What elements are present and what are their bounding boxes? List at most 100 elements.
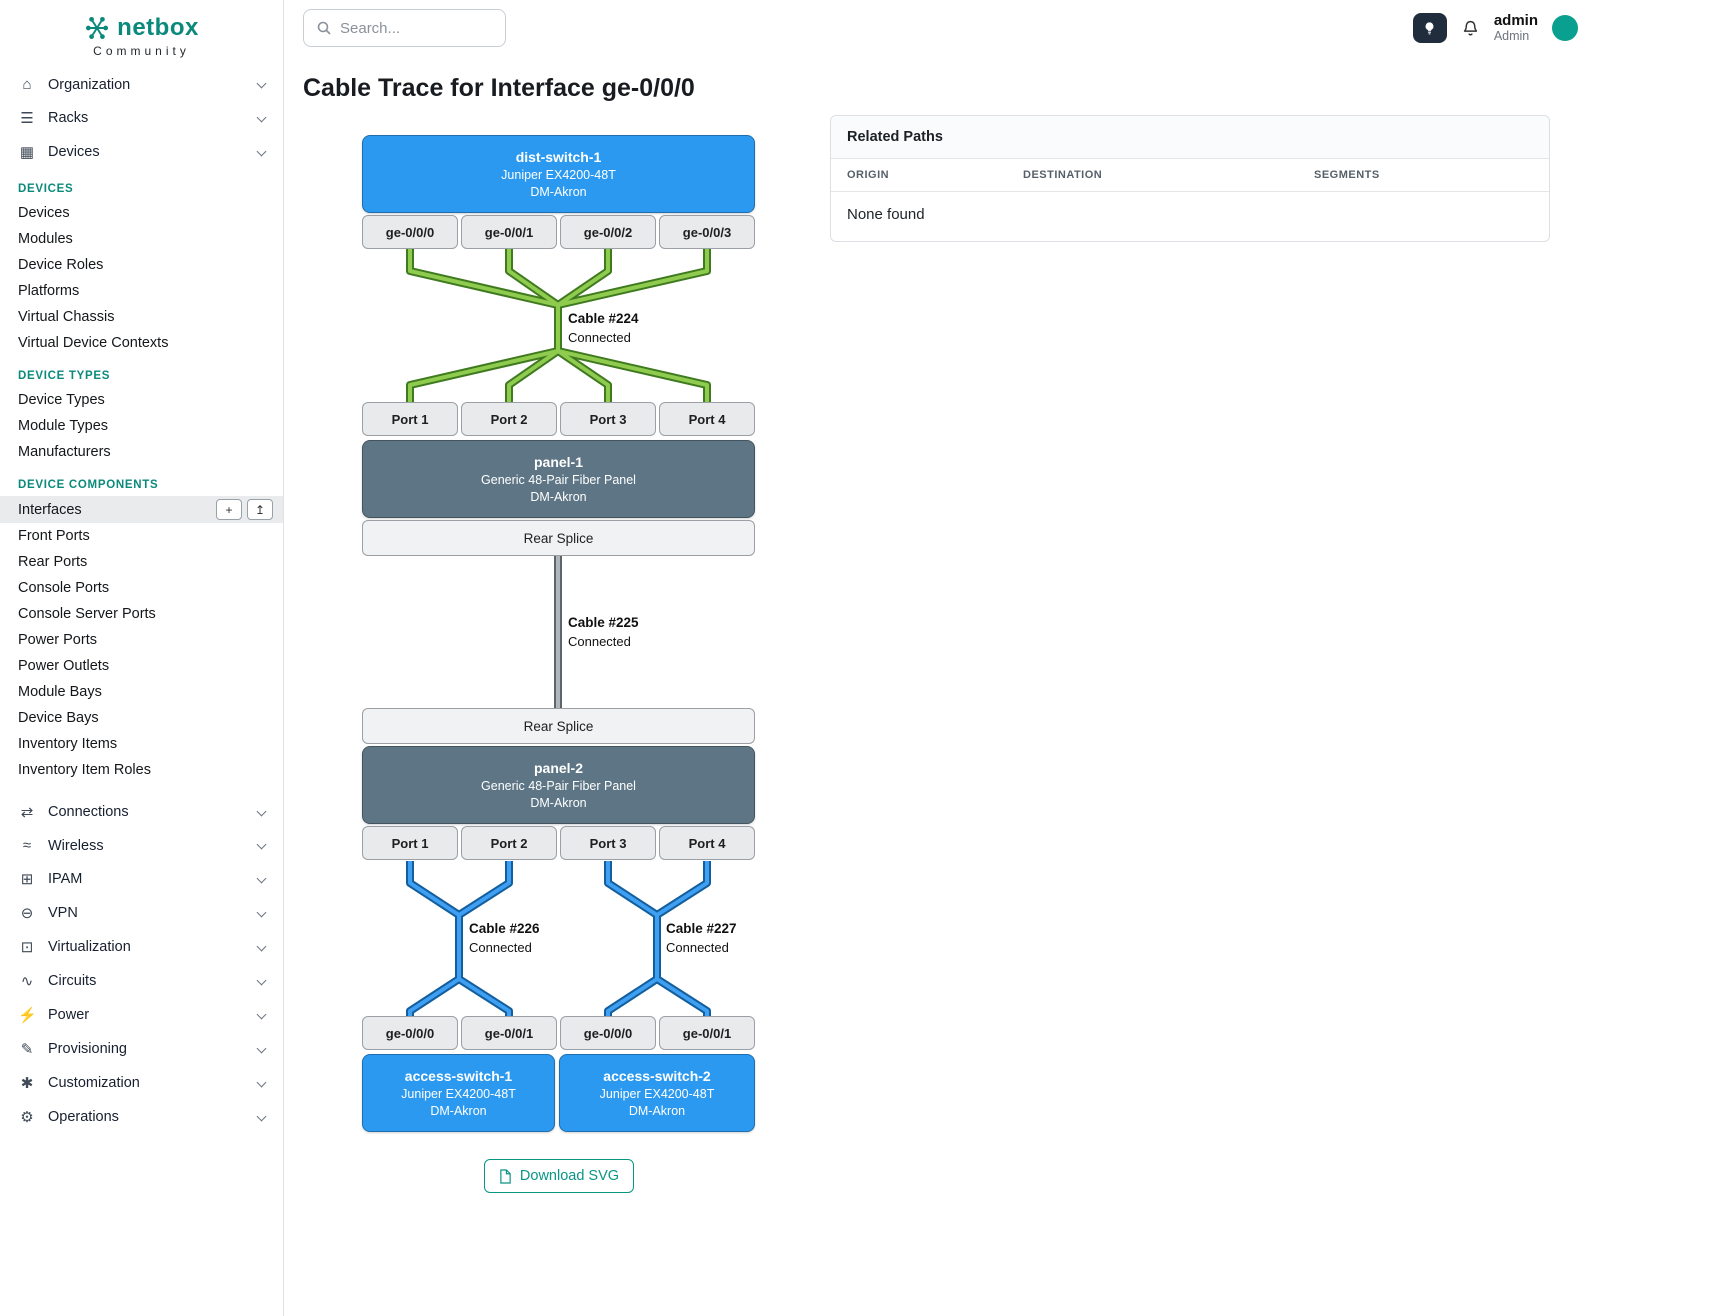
access-switch-port-ge-0-0-0[interactable]: ge-0/0/0 xyxy=(560,1016,656,1050)
device-node-panel-2[interactable]: panel-2 Generic 48-Pair Fiber Panel DM-A… xyxy=(362,746,755,824)
devices-icon: ▦ xyxy=(19,144,35,161)
sidebar-group-racks[interactable]: ☰Racks xyxy=(0,101,283,135)
device-node-access-switch-2[interactable]: access-switch-2 Juniper EX4200-48T DM-Ak… xyxy=(559,1054,755,1132)
sidebar-item-front-ports[interactable]: Front Ports xyxy=(18,528,90,544)
device-site: DM-Akron xyxy=(430,1104,487,1118)
rear-splice-panel-2[interactable]: Rear Splice xyxy=(362,708,755,744)
import-button[interactable]: ↥ xyxy=(247,499,273,520)
chevron-down-icon xyxy=(256,806,267,816)
dist-switch-1-port-ge-0-0-1[interactable]: ge-0/0/1 xyxy=(461,215,557,249)
panel-2-port-port-2[interactable]: Port 2 xyxy=(461,826,557,860)
sidebar-group-wireless[interactable]: ≈Wireless xyxy=(0,829,283,862)
sidebar-group-circuits[interactable]: ∿Circuits xyxy=(0,964,283,998)
sidebar-item-inventory-item-roles[interactable]: Inventory Item Roles xyxy=(18,762,151,778)
cable-status: Connected xyxy=(469,940,532,955)
dist-switch-1-port-ge-0-0-2[interactable]: ge-0/0/2 xyxy=(560,215,656,249)
sidebar-item-inventory-items[interactable]: Inventory Items xyxy=(18,736,118,752)
rear-splice-panel-1[interactable]: Rear Splice xyxy=(362,520,755,556)
device-node-panel-1[interactable]: panel-1 Generic 48-Pair Fiber Panel DM-A… xyxy=(362,440,755,518)
access-switch-port-ge-0-0-1[interactable]: ge-0/0/1 xyxy=(659,1016,755,1050)
sidebar-item-virtual-device-contexts[interactable]: Virtual Device Contexts xyxy=(18,335,169,351)
panel-1-port-port-3[interactable]: Port 3 xyxy=(560,402,656,436)
sidebar-group-vpn[interactable]: ⊖VPN xyxy=(0,896,283,930)
sidebar-item-rear-ports[interactable]: Rear Ports xyxy=(18,554,88,570)
panel-1-port-port-2[interactable]: Port 2 xyxy=(461,402,557,436)
dist-switch-1-port-ge-0-0-3[interactable]: ge-0/0/3 xyxy=(659,215,755,249)
power-icon: ⚡ xyxy=(18,1007,37,1024)
chevron-down-icon xyxy=(256,941,267,951)
user-block[interactable]: admin Admin xyxy=(1494,12,1538,44)
sidebar-item-device-types[interactable]: Device Types xyxy=(18,392,105,408)
chevron-down-icon xyxy=(256,112,267,122)
cable-status: Connected xyxy=(666,940,729,955)
netbox-logo-icon xyxy=(86,16,109,40)
sidebar-item-interfaces[interactable]: Interfaces+↥ xyxy=(0,496,283,523)
access-switch-port-ge-0-0-0[interactable]: ge-0/0/0 xyxy=(362,1016,458,1050)
sidebar-item-manufacturers[interactable]: Manufacturers xyxy=(18,444,111,460)
device-site: DM-Akron xyxy=(530,796,587,810)
sidebar-item-console-server-ports[interactable]: Console Server Ports xyxy=(18,606,156,622)
wireless-icon: ≈ xyxy=(22,837,32,854)
sidebar-group-operations[interactable]: ⚙Operations xyxy=(0,1100,283,1134)
sidebar-group-virtualization[interactable]: ⊡Virtualization xyxy=(0,930,283,964)
sidebar-group-connections[interactable]: ⇄Connections xyxy=(0,795,283,829)
customization-icon: ✱ xyxy=(20,1075,34,1092)
logo-block[interactable]: netbox Community xyxy=(0,0,283,68)
panel-1-port-port-1[interactable]: Port 1 xyxy=(362,402,458,436)
panel-1-port-port-4[interactable]: Port 4 xyxy=(659,402,755,436)
sidebar-group-organization[interactable]: ⌂Organization xyxy=(0,68,283,101)
chevron-down-icon xyxy=(256,1111,267,1121)
sidebar-item-modules[interactable]: Modules xyxy=(18,231,73,247)
sidebar-group-devices[interactable]: ▦Devices xyxy=(0,135,283,169)
download-svg-button[interactable]: Download SVG xyxy=(483,1159,635,1193)
chevron-down-icon xyxy=(256,975,267,985)
panel-2-port-port-4[interactable]: Port 4 xyxy=(659,826,755,860)
device-name: access-switch-1 xyxy=(404,1068,513,1084)
cable-226-lines[interactable] xyxy=(406,861,513,1021)
search-input[interactable] xyxy=(340,19,493,37)
column-destination: DESTINATION xyxy=(1023,169,1103,181)
panel-2-port-port-1[interactable]: Port 1 xyxy=(362,826,458,860)
sidebar-item-virtual-chassis[interactable]: Virtual Chassis xyxy=(18,309,115,325)
device-model: Juniper EX4200-48T xyxy=(599,1087,715,1101)
add-button[interactable]: + xyxy=(216,499,242,520)
chevron-down-icon xyxy=(256,1009,267,1019)
device-node-access-switch-1[interactable]: access-switch-1 Juniper EX4200-48T DM-Ak… xyxy=(362,1054,555,1132)
sidebar-group-power[interactable]: ⚡Power xyxy=(0,998,283,1032)
cable-224-lines[interactable] xyxy=(406,247,711,407)
chevron-down-icon xyxy=(256,907,267,917)
sidebar-group-customization[interactable]: ✱Customization xyxy=(0,1066,283,1100)
device-model: Generic 48-Pair Fiber Panel xyxy=(481,473,636,487)
device-name: dist-switch-1 xyxy=(515,149,602,165)
sidebar-item-module-types[interactable]: Module Types xyxy=(18,418,109,434)
section-heading-device-types: DEVICE TYPES xyxy=(18,370,111,382)
panel-2-port-port-3[interactable]: Port 3 xyxy=(560,826,656,860)
sidebar-item-module-bays[interactable]: Module Bays xyxy=(18,684,102,700)
sidebar-item-power-outlets[interactable]: Power Outlets xyxy=(18,658,110,674)
sidebar-nav-bottom: ⇄Connections≈Wireless⊞IPAM⊖VPN⊡Virtualiz… xyxy=(0,795,283,1134)
sidebar-group-ipam[interactable]: ⊞IPAM xyxy=(0,862,283,896)
cable-status: Connected xyxy=(568,330,631,345)
sidebar-item-devices[interactable]: Devices xyxy=(18,205,70,221)
sidebar-group-provisioning[interactable]: ✎Provisioning xyxy=(0,1032,283,1066)
device-node-dist-switch-1[interactable]: dist-switch-1 Juniper EX4200-48T DM-Akro… xyxy=(362,135,755,213)
dist-switch-1-port-ge-0-0-0[interactable]: ge-0/0/0 xyxy=(362,215,458,249)
device-model: Generic 48-Pair Fiber Panel xyxy=(481,779,636,793)
sidebar-item-device-bays[interactable]: Device Bays xyxy=(18,710,99,726)
theme-toggle-button[interactable] xyxy=(1412,13,1447,43)
notifications-button[interactable] xyxy=(1461,19,1480,38)
sidebar-item-power-ports[interactable]: Power Ports xyxy=(18,632,97,648)
cable-227-lines[interactable] xyxy=(604,861,711,1021)
sidebar-item-device-roles[interactable]: Device Roles xyxy=(18,257,104,273)
search-box[interactable] xyxy=(303,9,506,47)
user-avatar[interactable] xyxy=(1552,15,1578,41)
sidebar-item-platforms[interactable]: Platforms xyxy=(18,283,80,299)
related-paths-title: Related Paths xyxy=(831,116,1549,159)
access-switch-port-ge-0-0-1[interactable]: ge-0/0/1 xyxy=(461,1016,557,1050)
sidebar-item-console-ports[interactable]: Console Ports xyxy=(18,580,110,596)
section-heading-device-components: DEVICE COMPONENTS xyxy=(18,479,159,491)
